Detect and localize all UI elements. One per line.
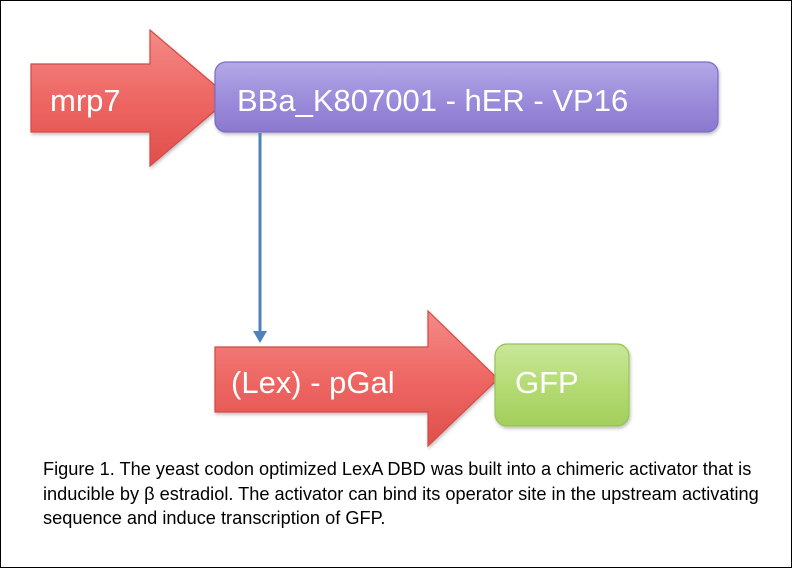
reporter-label-gfp: GFP xyxy=(515,365,579,400)
promoter-label-mrp7: mrp7 xyxy=(50,83,121,118)
figure-caption: Figure 1. The yeast codon optimized LexA… xyxy=(43,459,759,528)
activator-box: BBa_K807001 - hER - VP16 xyxy=(214,61,719,133)
promoter-arrow-mrp7: mrp7 xyxy=(30,28,231,168)
promoter-arrow-lex-pgal: (Lex) - pGal xyxy=(214,309,499,448)
binding-connector-arrow xyxy=(253,133,267,343)
promoter-label-lex-pgal: (Lex) - pGal xyxy=(231,365,395,400)
reporter-box-gfp: GFP xyxy=(494,343,630,427)
activator-label: BBa_K807001 - hER - VP16 xyxy=(237,83,628,118)
